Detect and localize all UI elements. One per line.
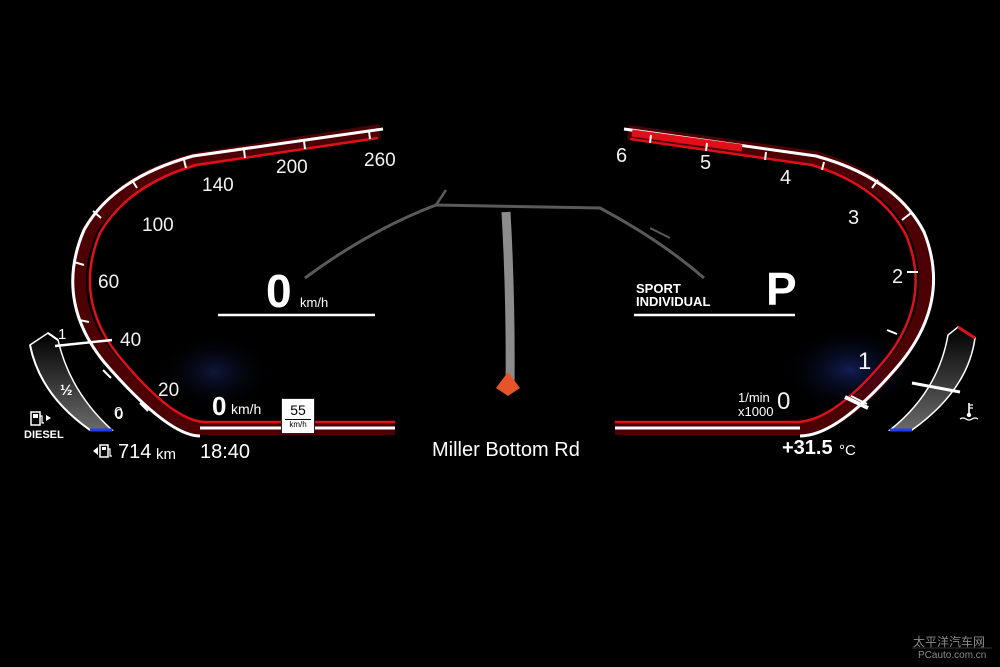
coolant-temp-icon <box>958 402 980 427</box>
rpm-tick-5: 5 <box>700 152 712 174</box>
speed-tick-40: 40 <box>120 330 142 351</box>
speed-unit: km/h <box>300 295 329 310</box>
fuel-mark-full: 1 <box>58 326 67 343</box>
speed-tick-0: 0 <box>114 405 123 422</box>
drive-mode-line1: SPORT <box>636 281 681 296</box>
nav-position-arrow-icon <box>496 372 520 396</box>
rpm-tick-6: 6 <box>616 145 628 167</box>
watermark-cn: 太平洋汽车网 <box>913 635 986 649</box>
speed-tick-100: 100 <box>142 215 174 236</box>
drive-mode-line2: INDIVIDUAL <box>636 294 711 309</box>
range-value: 714 <box>118 441 152 463</box>
tachometer-frame <box>615 125 935 438</box>
speed-tick-140: 140 <box>202 175 234 196</box>
speed-tick-60: 60 <box>98 272 120 293</box>
tachometer-glow <box>780 325 920 415</box>
outside-temp-unit: °C <box>839 442 856 459</box>
gear-indicator: P <box>766 263 797 315</box>
small-speed-value: 0 <box>212 391 227 421</box>
range-unit: km <box>156 446 176 463</box>
nav-street-name: Miller Bottom Rd <box>432 439 580 461</box>
rpm-tick-4: 4 <box>780 167 792 189</box>
speed-limit-value: 55 <box>290 402 306 418</box>
small-speed-unit: km/h <box>231 401 262 417</box>
rpm-tick-1: 1 <box>858 348 872 375</box>
speed-tick-200: 200 <box>276 157 308 178</box>
range-fuel-icon <box>92 443 114 464</box>
coolant-gauge <box>887 325 976 432</box>
fuel-mark-half: ½ <box>60 382 73 399</box>
rpm-unit-top: 1/min <box>738 390 770 405</box>
speedometer-glow <box>155 332 275 412</box>
fuel-mark-empty: 0 <box>115 406 124 423</box>
outside-temp-value: +31.5 <box>782 437 833 459</box>
speed-tick-260: 260 <box>364 150 396 171</box>
fuel-gauge <box>29 332 114 432</box>
clock: 18:40 <box>200 441 251 463</box>
navigation-road <box>304 189 705 396</box>
rpm-unit-bottom: x1000 <box>738 404 774 419</box>
speed-tick-20: 20 <box>158 380 180 401</box>
fuel-pump-icon <box>30 410 52 431</box>
speed-limit-unit: km/h <box>285 419 311 429</box>
speed-value: 0 <box>266 265 292 317</box>
watermark-en: PCauto.com.cn <box>918 650 987 661</box>
fuel-type-label: DIESEL <box>24 429 64 441</box>
rpm-tick-2: 2 <box>892 266 904 288</box>
rpm-tick-3: 3 <box>848 207 860 229</box>
speed-limit-sign: 55 km/h <box>281 398 315 434</box>
speedometer-frame <box>71 124 395 438</box>
rpm-tick-0: 0 <box>777 388 791 415</box>
